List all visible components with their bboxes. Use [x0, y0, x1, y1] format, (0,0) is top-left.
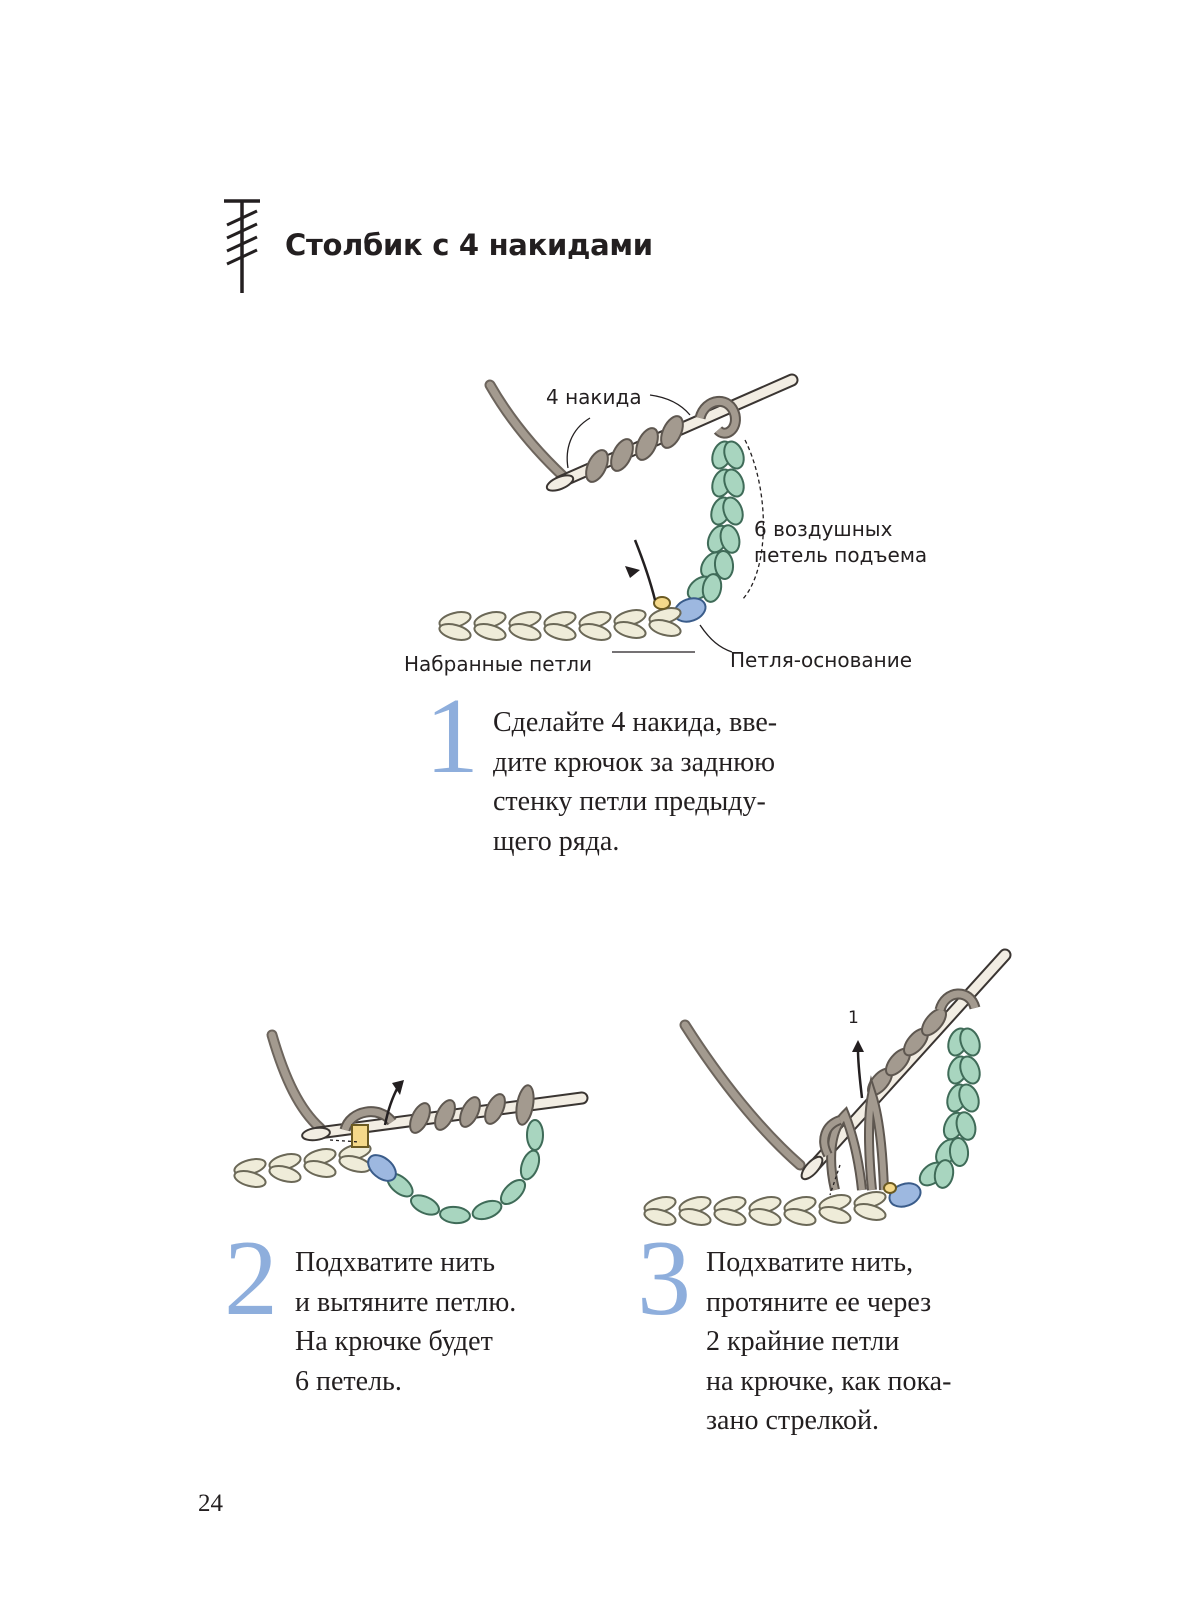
step-1-number: 1	[425, 677, 479, 796]
step-3-line-5: зано стрелкой.	[706, 1405, 880, 1436]
page-title: Столбик с 4 накидами	[285, 228, 653, 262]
step-2-line-1: Подхватите нить	[295, 1247, 496, 1278]
step-2-text: Подхватите нить и вытяните петлю. На крю…	[295, 1243, 516, 1401]
step-2-line-4: 6 петель.	[295, 1365, 402, 1397]
label-six-chains-line2: петель подъема	[754, 543, 928, 567]
step-2-line-2: и вытяните петлю.	[295, 1286, 517, 1318]
step-3-line-1: Подхватите нить,	[706, 1247, 914, 1278]
step-1-line-2: дите крючок за заднюю	[493, 746, 776, 778]
label-base-loop: Петля-основание	[730, 648, 912, 672]
step-3-line-3: 2 крайние петли	[706, 1326, 900, 1357]
label-foundation-chain: Набранные петли	[404, 652, 592, 676]
step-3-text: Подхватите нить, протяните ее через 2 кр…	[706, 1243, 951, 1441]
step-2-number: 2	[224, 1219, 278, 1338]
step-2-line-3: На крючке будет	[295, 1326, 493, 1357]
step-1-line-3: стенку петли предыду-	[493, 786, 766, 817]
step-3-line-4: на крючке, как пока-	[706, 1365, 952, 1397]
label-four-yarn-overs: 4 накида	[546, 385, 642, 409]
label-arrow-number: 1	[848, 1008, 859, 1028]
treble-stitch-symbol-icon	[224, 199, 260, 293]
step-1-line-4: щего ряда.	[493, 825, 620, 857]
step-1-line-1: Сделайте 4 накида, вве-	[493, 707, 778, 738]
page-number: 24	[198, 1490, 223, 1517]
step-3-line-2: протяните ее через	[706, 1286, 932, 1318]
label-six-chains-line1: 6 воздушных	[754, 517, 893, 541]
step-3-number: 3	[637, 1219, 691, 1338]
step-1-text: Сделайте 4 накида, вве- дите крючок за з…	[493, 703, 777, 861]
